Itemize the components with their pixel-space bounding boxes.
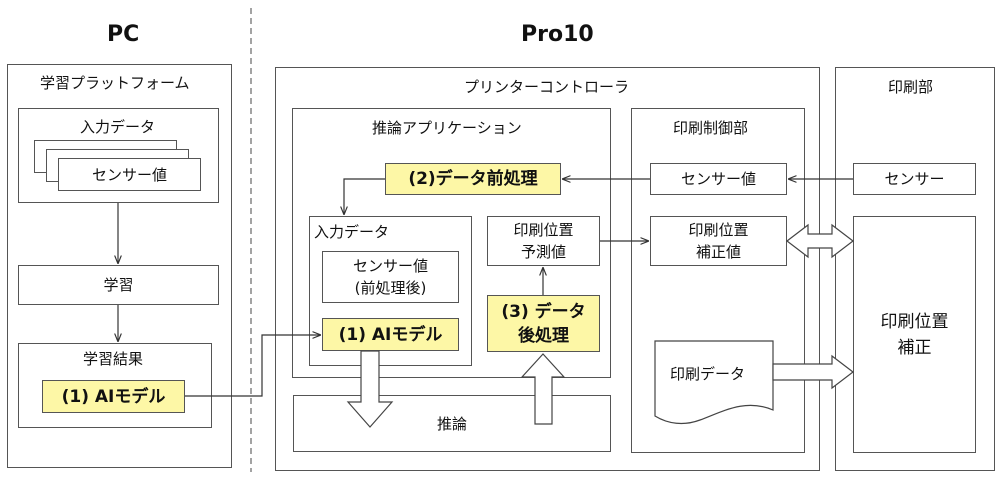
pc-input-data-title: 入力データ	[80, 118, 156, 136]
print-control-title: 印刷制御部	[673, 119, 749, 137]
pc-ai-model-box: (1) AIモデル	[42, 380, 185, 413]
predicted-position-box: 印刷位置 予測値	[487, 216, 600, 266]
print-data-document	[654, 340, 774, 425]
block-arrow-model-to-inference	[346, 350, 394, 428]
inference-application-title: 推論アプリケーション	[372, 119, 522, 137]
learning-box: 学習	[18, 265, 219, 305]
preprocessed-sensor-box: センサー値 (前処理後)	[322, 251, 459, 303]
print-data-label: 印刷データ	[670, 365, 746, 383]
control-sensor-value-box: センサー値	[650, 163, 787, 195]
block-arrow-correction-exchange	[786, 223, 854, 259]
printer-sensor-box: センサー	[853, 163, 976, 195]
preprocess-box: (2)データ前処理	[385, 163, 561, 195]
printer-unit-title: 印刷部	[888, 78, 934, 96]
block-arrow-print-data	[772, 354, 854, 390]
printer-controller-title: プリンターコントローラ	[464, 78, 630, 96]
learning-result-title: 学習結果	[83, 350, 144, 368]
correction-value-box: 印刷位置 補正値	[650, 216, 787, 266]
learning-platform-title: 学習プラットフォーム	[40, 74, 190, 92]
arrow-preprocess-to-input	[344, 178, 385, 214]
block-arrow-inference-to-postprocess	[520, 353, 566, 425]
postprocess-box: (3) データ 後処理	[487, 295, 600, 352]
arrow-model-deploy	[185, 335, 320, 397]
inference-ai-model-box: (1) AIモデル	[322, 318, 459, 351]
pc-header: PC	[107, 22, 140, 47]
pro10-header: Pro10	[521, 22, 594, 47]
printer-correction-box: 印刷位置 補正	[853, 216, 976, 453]
input-data-group-title: 入力データ	[314, 223, 390, 241]
inference-box: 推論	[293, 395, 611, 452]
pc-sensor-value-card: センサー値	[58, 158, 201, 191]
